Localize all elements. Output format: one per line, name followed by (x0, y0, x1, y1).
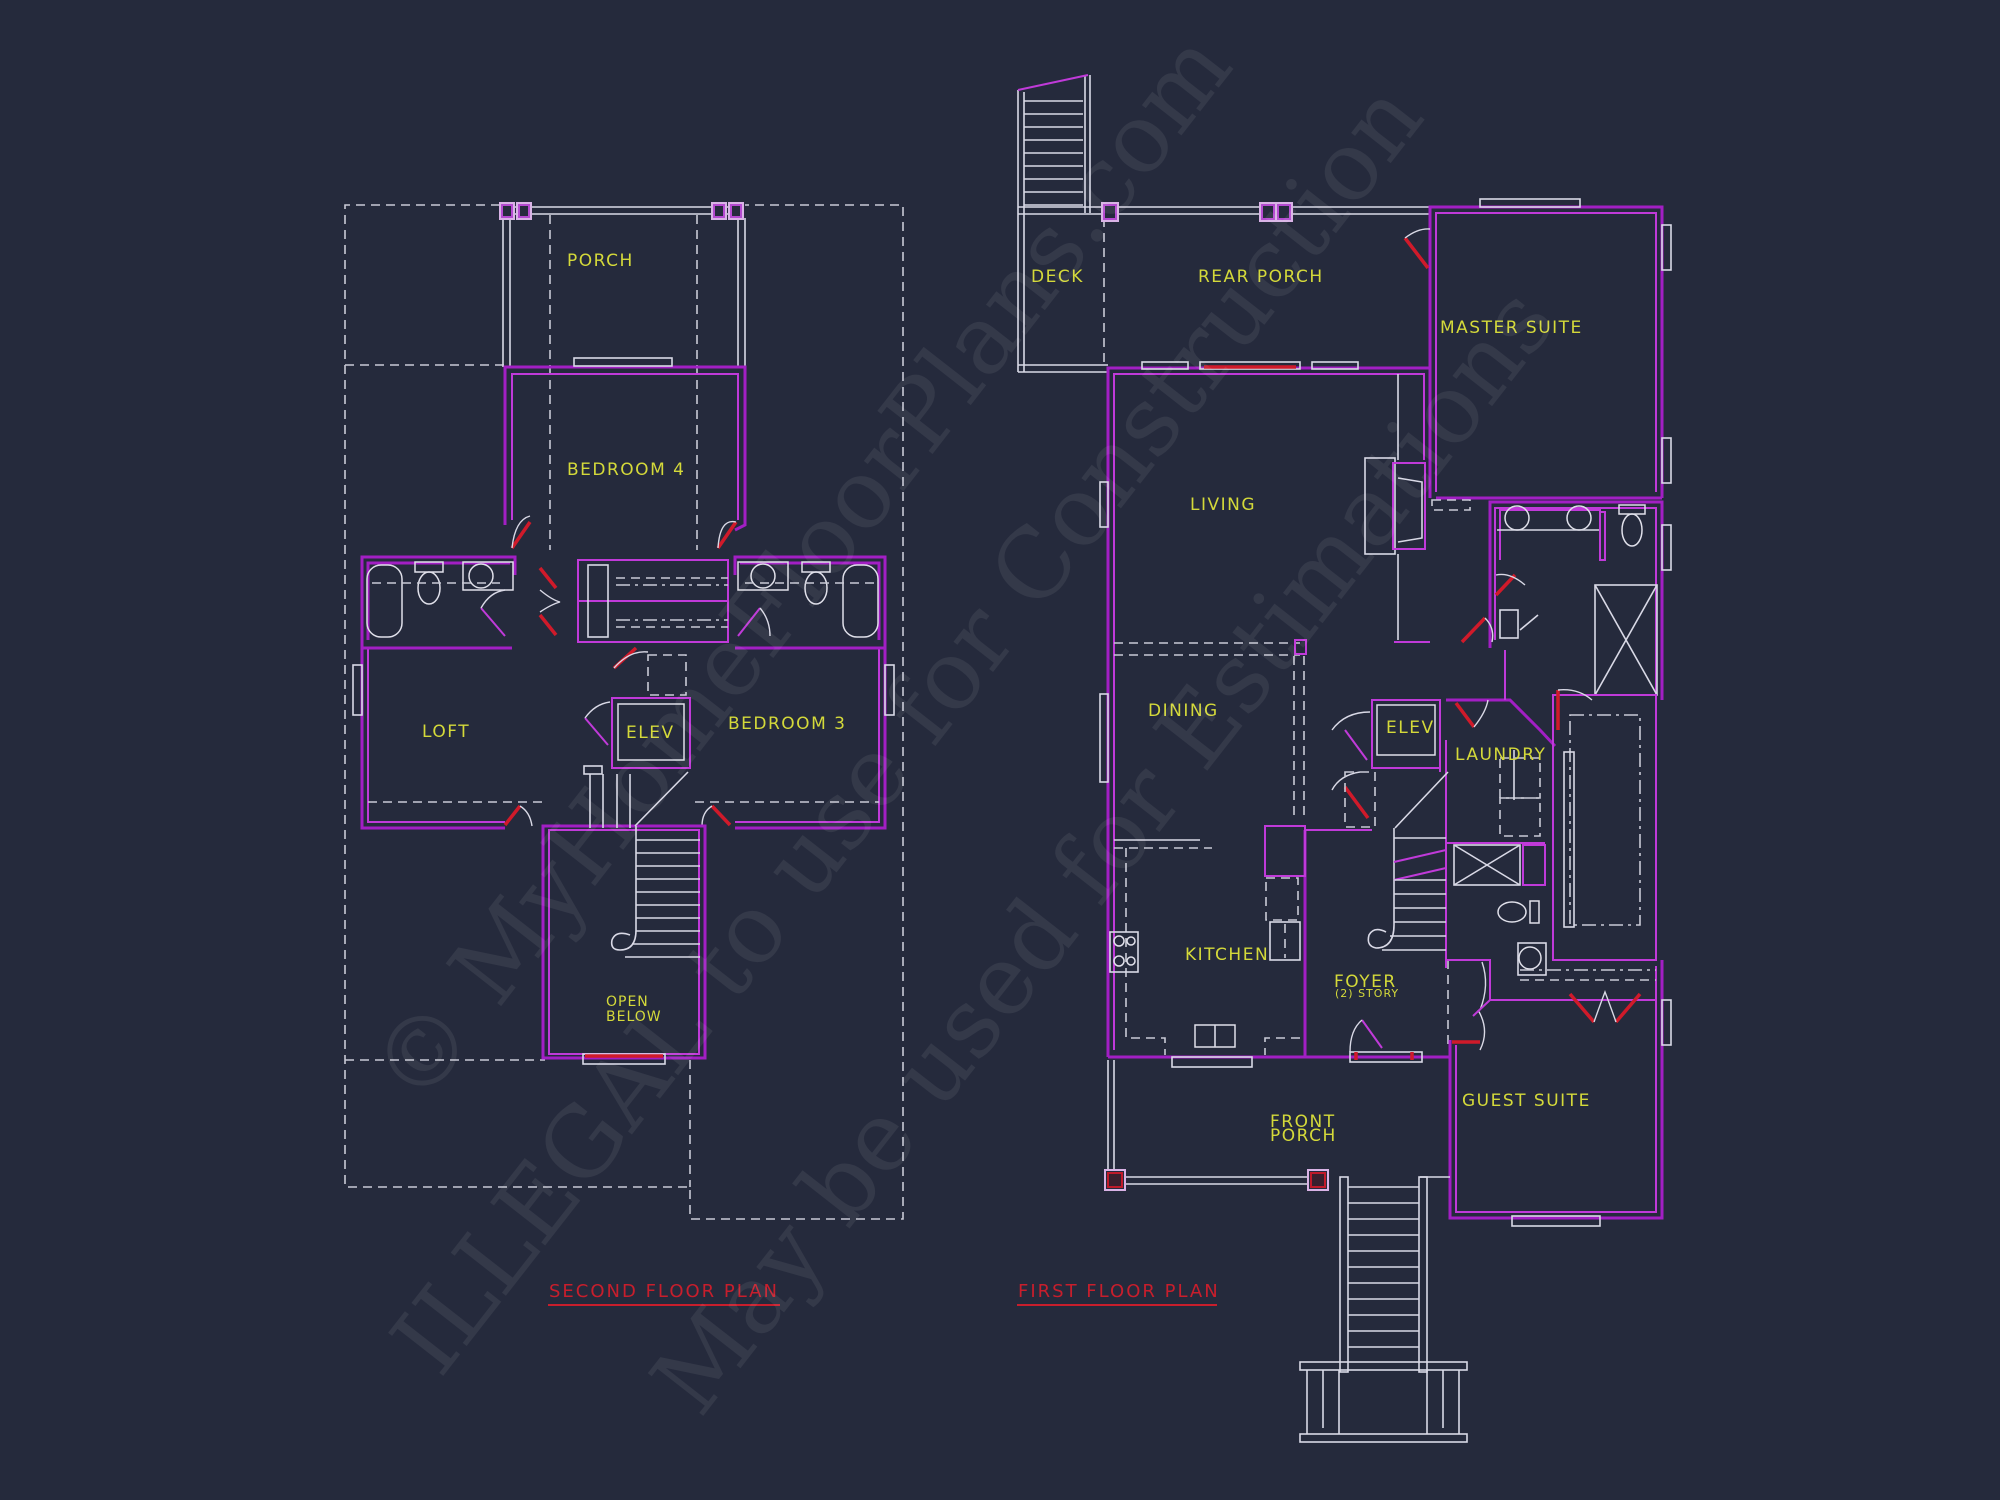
room-label-living: LIVING (1190, 495, 1256, 515)
open-below-label-2: BELOW (606, 1009, 662, 1025)
foyer-note: (2) STORY (1335, 987, 1399, 1000)
first-floor-title: FIRST FLOOR PLAN (1017, 1281, 1220, 1306)
second-floor-elev-label: ELEV (626, 723, 675, 743)
master-bath (1431, 499, 1672, 700)
second-floor-title: SECOND FLOOR PLAN (548, 1281, 780, 1306)
room-label-master-suite: MASTER SUITE (1440, 318, 1583, 338)
front-porch-label-2: PORCH (1270, 1126, 1337, 1146)
front-stair (1299, 1176, 1468, 1443)
laundry-column: LAUNDRY (1446, 650, 1657, 1051)
room-label-dining: DINING (1148, 701, 1219, 721)
first-floor-plan: DECK REAR PORCH MASTER SUITE (1017, 74, 1672, 1443)
front-porch-label-1: FRONT (1270, 1112, 1336, 1132)
first-floor-elev-label: ELEV (1386, 718, 1435, 738)
room-label-loft: LOFT (422, 722, 470, 742)
living-room: LIVING (1099, 361, 1430, 1057)
front-porch: FRONT PORCH (1104, 1060, 1450, 1191)
open-below-stair: OPEN BELOW (541, 765, 707, 1065)
watermark-line-2: ILLEGAL to use for Construction (370, 63, 1445, 1394)
room-label-kitchen: KITCHEN (1185, 945, 1269, 965)
middle-band: ELEV LOFT BEDROOM 3 (352, 646, 895, 830)
foyer-elev: ELEV (1305, 699, 1450, 1063)
room-label-deck: DECK (1031, 267, 1084, 287)
room-label-bedroom-4: BEDROOM 4 (567, 460, 685, 480)
second-floor-plan-title: SECOND FLOOR PLAN (549, 1281, 779, 1302)
roof-outline (344, 204, 904, 1220)
room-label-guest-suite: GUEST SUITE (1462, 1091, 1591, 1111)
room-label-porch: PORCH (567, 251, 634, 271)
room-label-laundry: LAUNDRY (1455, 745, 1546, 765)
room-label-bedroom-3: BEDROOM 3 (728, 714, 846, 734)
room-label-rear-porch: REAR PORCH (1198, 267, 1324, 287)
guest-suite: GUEST SUITE (1448, 960, 1672, 1227)
room-label-foyer: FOYER (1334, 972, 1397, 992)
first-floor-plan-title: FIRST FLOOR PLAN (1018, 1281, 1220, 1302)
master-suite: MASTER SUITE (1403, 198, 1672, 500)
upper-baths (360, 555, 887, 648)
open-below-label-1: OPEN (606, 994, 649, 1010)
deck-stair (1017, 74, 1091, 372)
upper-porch: PORCH (499, 202, 746, 367)
watermark-line-1: © MyHomeFloorPlans.com (350, 12, 1253, 1124)
second-floor-plan: PORCH BEDROOM 4 (344, 202, 904, 1306)
dining-room: DINING (1114, 639, 1307, 820)
bedroom-4: BEDROOM 4 (503, 357, 747, 549)
deck-rear-porch: DECK REAR PORCH (1018, 202, 1430, 373)
